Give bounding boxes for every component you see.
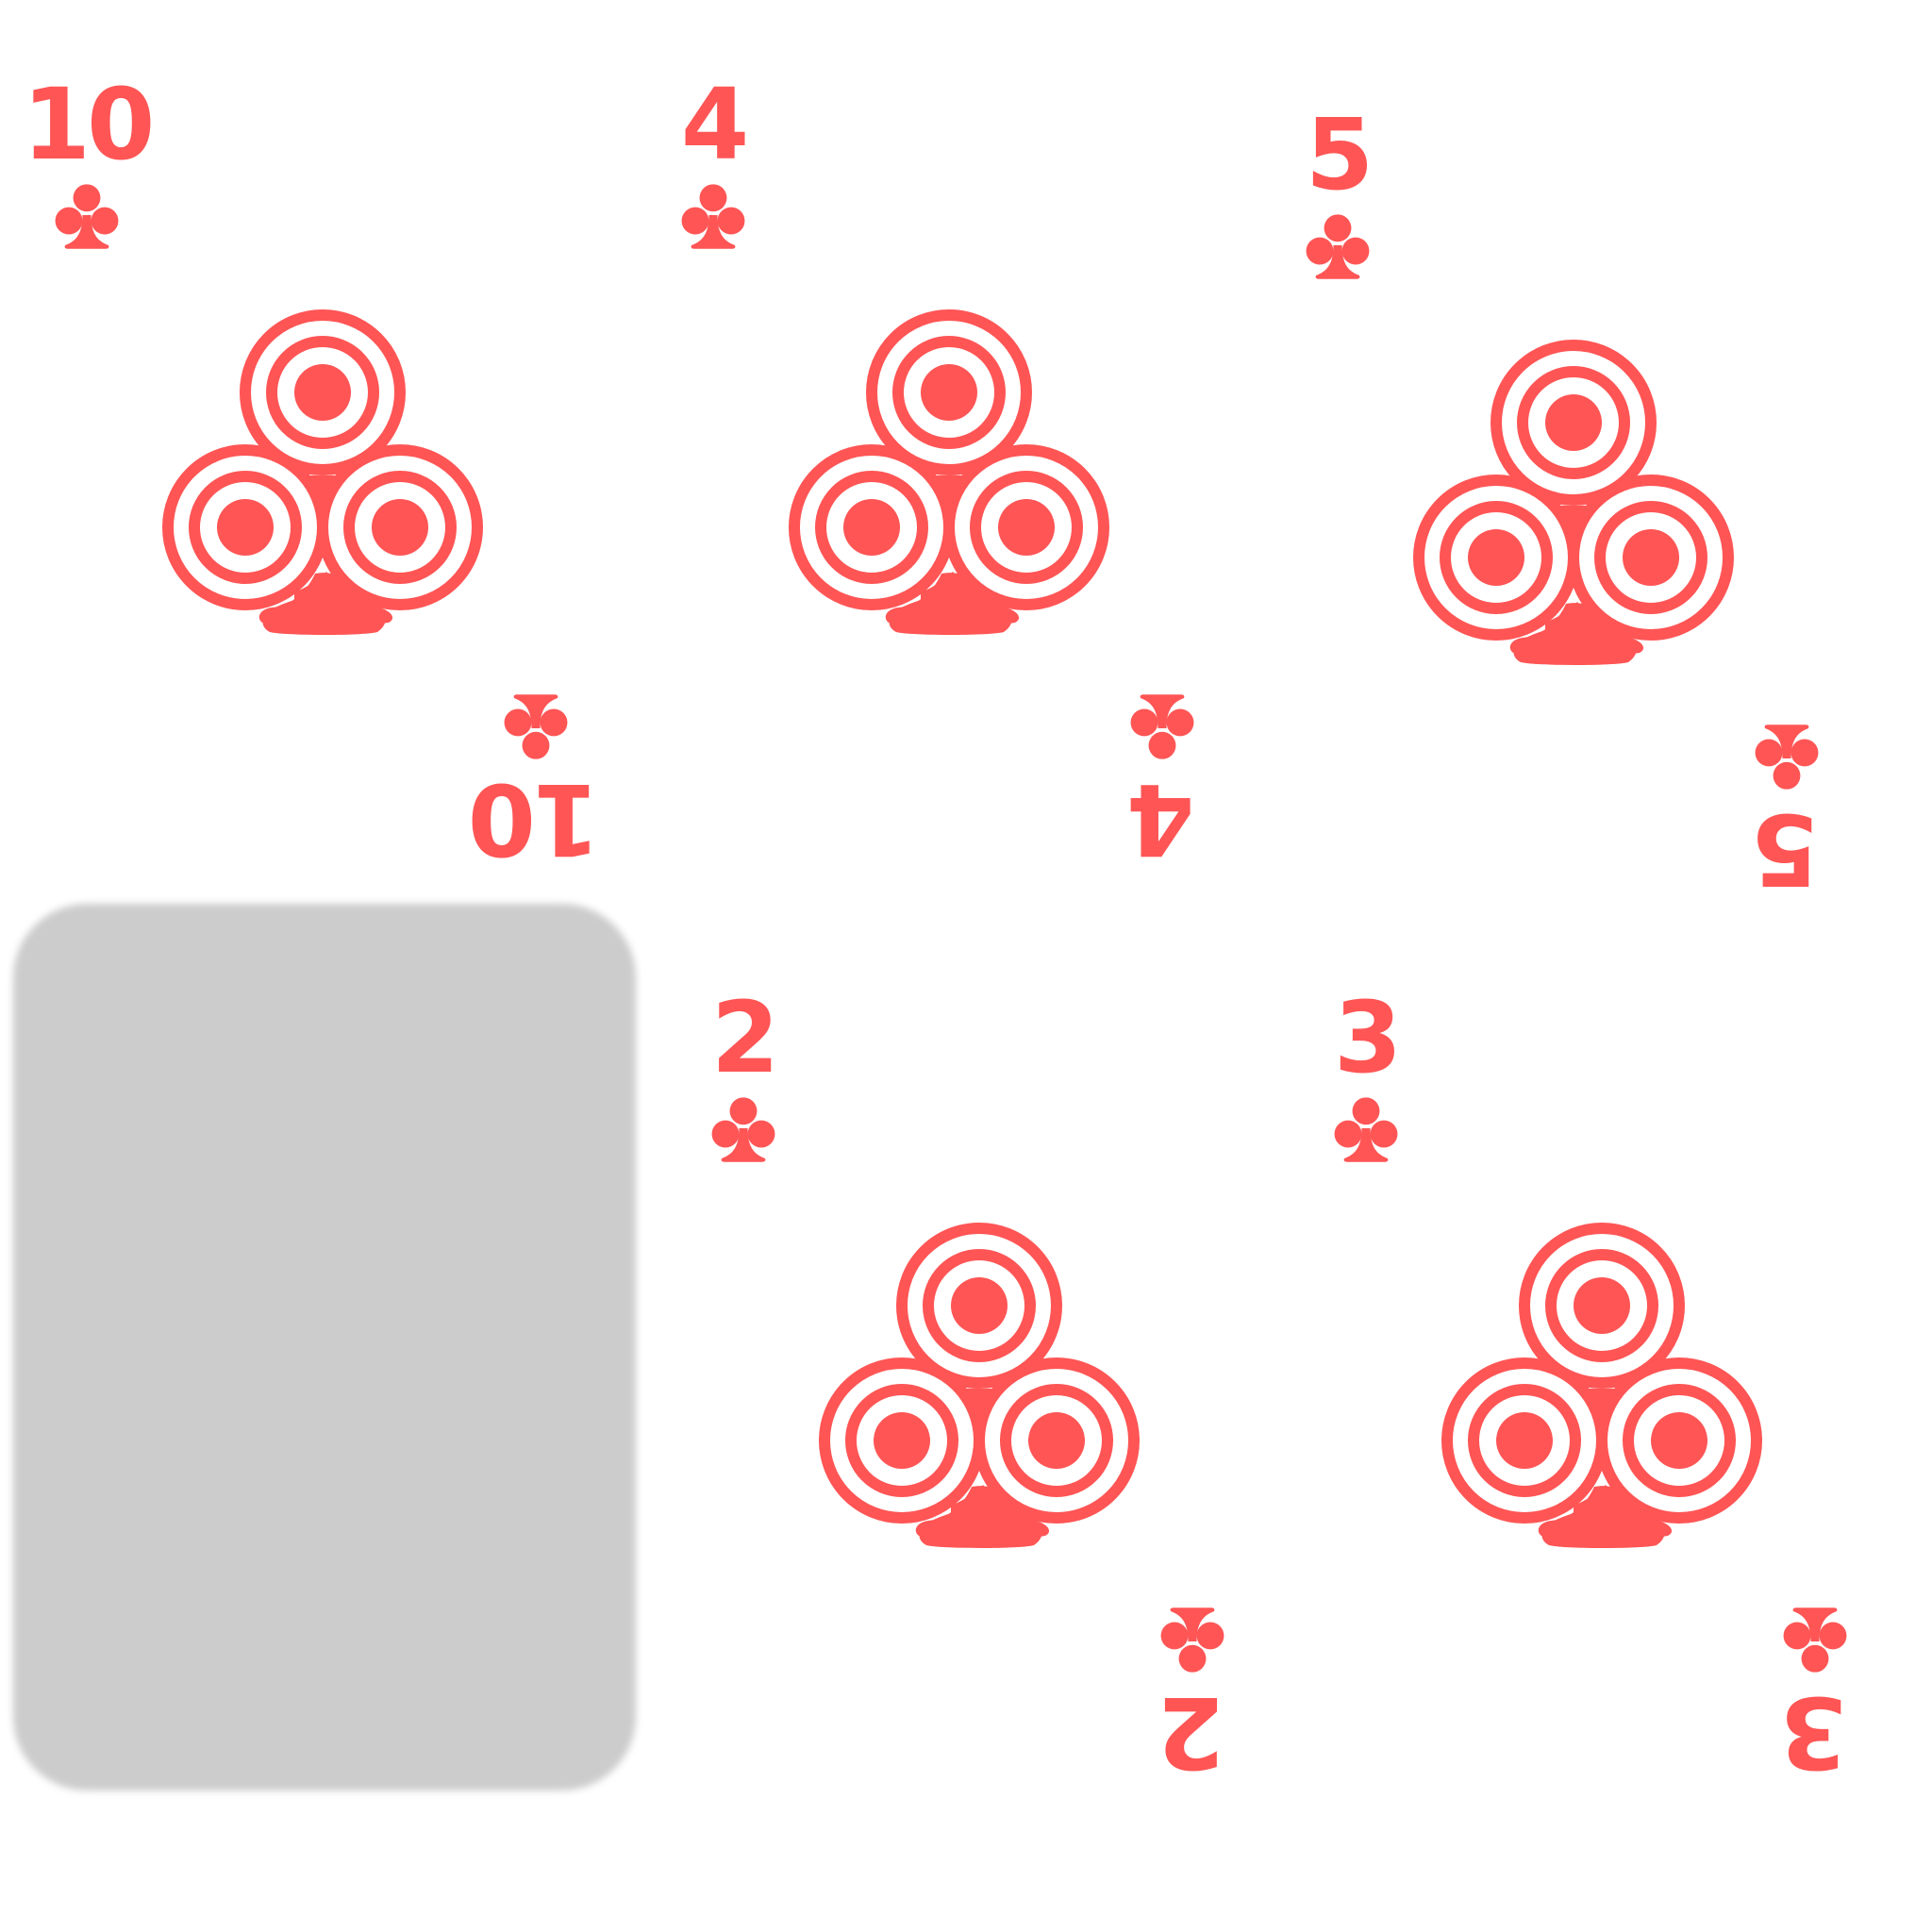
club-icon: [708, 1091, 779, 1166]
club-icon: [787, 308, 1111, 655]
club-icon: [1302, 208, 1374, 283]
card-corner-top: 2: [677, 989, 809, 1166]
club-icon: [677, 177, 749, 253]
card-corner-top: 3: [1300, 989, 1432, 1166]
card-rank: 5: [1754, 791, 1820, 907]
card-10-of-clubs[interactable]: 10 10: [9, 38, 613, 906]
card-corner-bottom: 2: [1126, 1604, 1258, 1790]
card-corner-bottom: 4: [1096, 691, 1228, 876]
club-icon: [1330, 1091, 1402, 1166]
card-5-of-clubs[interactable]: 5 5: [1260, 68, 1864, 936]
club-icon: [500, 691, 572, 766]
card-corner-bottom: 5: [1721, 721, 1853, 907]
card-corner-top: 4: [647, 75, 779, 253]
card-rank: 5: [1305, 97, 1374, 212]
card-rank: 3: [1333, 980, 1402, 1095]
club-icon: [1157, 1604, 1228, 1679]
club-icon: [817, 1221, 1141, 1568]
card-corner-top: 10: [21, 67, 156, 253]
card-rank: 2: [1159, 1674, 1225, 1790]
card-corner-bottom: 3: [1749, 1604, 1881, 1790]
card-2-of-clubs[interactable]: 2 2: [666, 951, 1270, 1819]
card-corner-bottom: 10: [470, 691, 602, 876]
club-icon: [1411, 338, 1736, 685]
card-corner-top: 5: [1272, 106, 1404, 283]
card-rank: 4: [1129, 761, 1195, 876]
card-rank: 10: [22, 67, 156, 182]
club-icon: [1440, 1221, 1764, 1568]
card-4-of-clubs[interactable]: 4 4: [636, 38, 1240, 906]
club-icon: [1751, 721, 1823, 796]
club-icon: [1779, 1604, 1851, 1679]
card-3-of-clubs[interactable]: 3 3: [1289, 951, 1892, 1819]
club-icon: [51, 177, 123, 253]
club-icon: [160, 308, 485, 655]
card-rank: 4: [680, 67, 749, 182]
card-rank: 2: [710, 980, 779, 1095]
card-back[interactable]: [13, 904, 636, 1790]
card-rank: 10: [471, 761, 601, 876]
card-rank: 3: [1782, 1674, 1848, 1790]
club-icon: [1126, 691, 1198, 766]
